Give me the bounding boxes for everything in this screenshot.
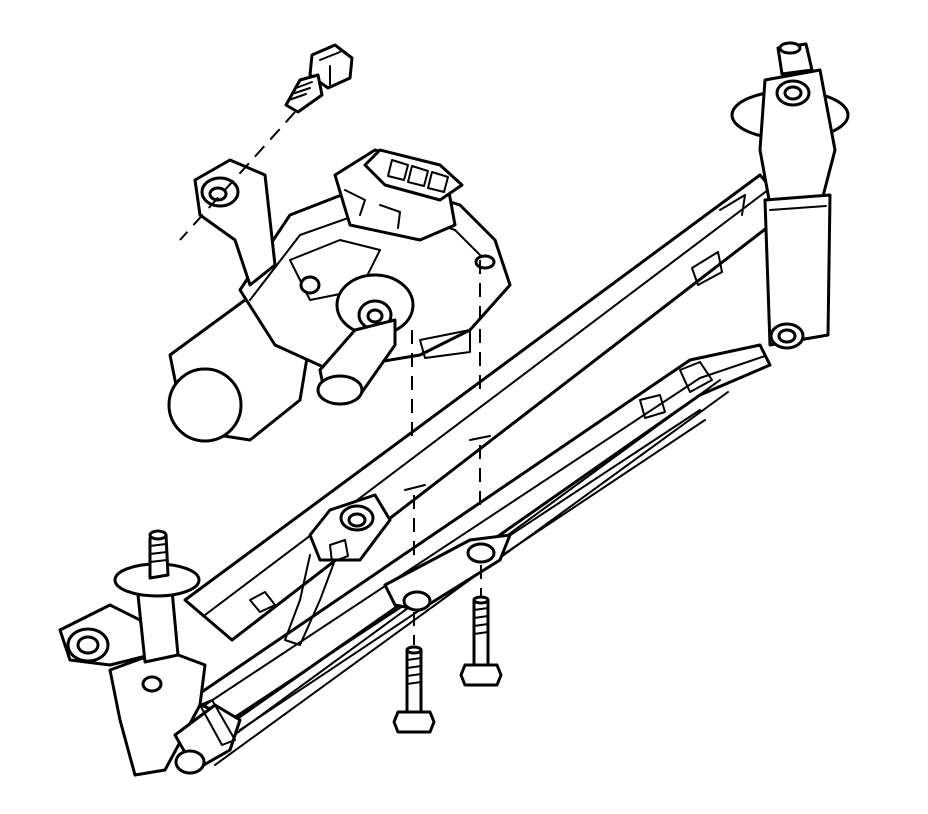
gearbox-tab: [419, 329, 471, 359]
right-pivot-bore-inner: [783, 85, 803, 101]
assembly-lines: [179, 111, 482, 645]
left-rail-tab: [249, 591, 276, 613]
center-boss-hole-inner: [347, 512, 367, 528]
motor-crank-ball: [316, 374, 364, 406]
left-crank-ball: [174, 749, 206, 775]
right-bolt-threads: [473, 607, 489, 635]
motor-bolt-head-facets: [319, 51, 341, 86]
motor-end-cap: [167, 367, 243, 443]
lower-rail-edge: [204, 355, 766, 706]
lower-rail-tab-2: [639, 394, 666, 419]
right-pivot-arm-edge: [769, 205, 827, 211]
frame-slot: [691, 251, 723, 286]
gearbox-screw-hole: [299, 275, 321, 295]
left-bolt-threads: [406, 657, 422, 685]
connector-terminals: [387, 159, 449, 193]
left-bolt-head: [392, 710, 436, 734]
left-end-bushing-inner: [76, 635, 100, 655]
left-pivot-column: [136, 588, 180, 664]
right-bolt-head: [459, 663, 503, 687]
strut-slot: [329, 539, 349, 563]
motor-mounting-bolt: [284, 43, 354, 114]
mounting-ear-hole-inner: [208, 186, 228, 202]
motor-mounting-ear: [193, 158, 277, 287]
motor-electrical-connector: [333, 148, 464, 242]
left-pivot-tip: [148, 529, 168, 541]
output-shaft-center: [366, 308, 384, 324]
right-pivot-arm: [763, 193, 832, 347]
wiper-pivot-left: [108, 529, 242, 777]
motor-bolt-shank: [284, 73, 324, 114]
left-pivot-shaft: [148, 533, 170, 580]
gearbox-pin-hole: [474, 254, 496, 270]
frame-mounting-bolt-left: [392, 645, 436, 734]
frame-hole-mark-right: [469, 435, 491, 441]
lower-mount-hole-left: [402, 590, 432, 612]
frame-mounting-bolt-right: [459, 595, 503, 687]
right-pivot-arm-hole-inner: [777, 328, 797, 344]
left-bolt-tip: [405, 645, 423, 655]
wiper-pivot-right: [730, 41, 850, 350]
left-pivot-spline: [149, 543, 168, 563]
motor-bolt-guide-line: [179, 111, 296, 241]
frame-hole-mark-left: [404, 484, 426, 491]
connector-latch: [344, 189, 401, 229]
frame-upper-rail-edge: [204, 189, 769, 616]
wiper-linkage-module: [58, 173, 792, 766]
right-pivot-tip: [778, 41, 802, 55]
left-pivot-housing-hole: [141, 675, 163, 693]
lower-mount-hole-right: [466, 542, 496, 564]
left-crank-slot: [199, 699, 236, 746]
connector-face: [363, 148, 464, 202]
motor-bolt-threads: [288, 81, 313, 101]
center-strut: [284, 554, 336, 646]
right-bolt-tip: [472, 595, 490, 605]
lower-rail-tab: [679, 361, 713, 393]
frame-rib-1: [719, 194, 746, 216]
